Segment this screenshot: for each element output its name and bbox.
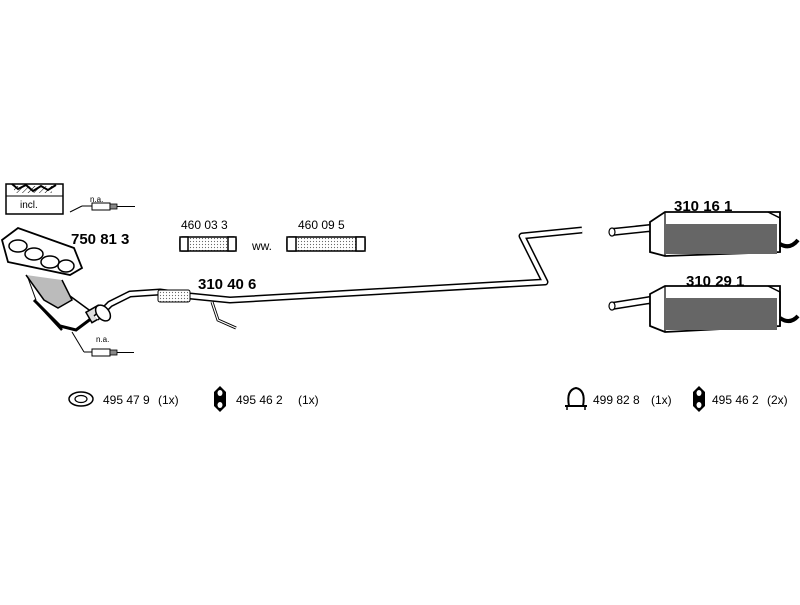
rubber-hanger-icon-2 — [693, 386, 705, 412]
fitting-1-number: 495 47 9 — [103, 393, 150, 407]
sensor-note-bottom: n.a. — [96, 335, 110, 344]
rear-muffler-a-part-number: 310 16 1 — [674, 198, 733, 215]
rear-muffler-b-icon — [608, 285, 800, 333]
center-pipe-icon — [93, 226, 583, 330]
kit-note-label: incl. — [20, 200, 38, 211]
fitting-2-number: 495 46 2 — [236, 393, 283, 407]
rear-muffler-b-part-number: 310 29 1 — [686, 273, 745, 290]
fitting-4-number: 495 46 2 — [712, 393, 759, 407]
flex-connector-note: ww. — [252, 239, 273, 253]
clamp-icon — [565, 386, 587, 410]
flex-pipe-2-part-number: 460 09 5 — [298, 218, 345, 232]
fitting-3-number: 499 82 8 — [593, 393, 640, 407]
fitting-1-qty: (1x) — [158, 393, 179, 407]
kit-box-icon — [5, 183, 64, 215]
rear-muffler-a-icon — [608, 211, 800, 257]
flex-pipe-2-icon — [286, 236, 366, 252]
gasket-ring-icon — [68, 391, 94, 407]
center-pipe-part-number: 310 40 6 — [198, 276, 257, 293]
flex-pipe-1-icon — [179, 236, 237, 252]
oxygen-sensor-top-icon — [69, 202, 135, 213]
sensor-note-top: n.a. — [90, 195, 104, 204]
fitting-2-qty: (1x) — [298, 393, 319, 407]
manifold-part-number: 750 81 3 — [71, 231, 130, 248]
fitting-3-qty: (1x) — [651, 393, 672, 407]
flex-pipe-1-part-number: 460 03 3 — [181, 218, 228, 232]
exhaust-manifold-icon — [0, 226, 106, 332]
oxygen-sensor-bottom-icon — [71, 331, 134, 357]
fitting-4-qty: (2x) — [767, 393, 788, 407]
rubber-hanger-icon — [214, 386, 226, 412]
